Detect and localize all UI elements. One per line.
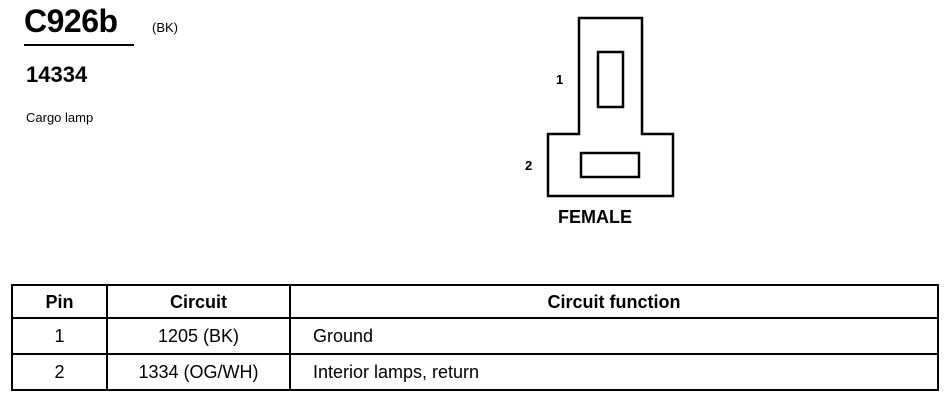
table-row: 1 1205 (BK) Ground — [11, 317, 939, 355]
table-row: 2 1334 (OG/WH) Interior lamps, return — [11, 353, 939, 391]
pin-table: Pin Circuit Circuit function 1 1205 (BK)… — [11, 284, 939, 391]
pin-2-cavity — [579, 151, 641, 179]
connector-color: (BK) — [152, 20, 178, 35]
pin-cell: 2 — [11, 353, 108, 391]
connector-id: C926b — [24, 3, 118, 39]
circuit-cell: 1334 (OG/WH) — [106, 353, 291, 391]
pin-2-label: 2 — [525, 158, 533, 173]
circuit-function-cell: Ground — [289, 317, 939, 355]
pin-1-label: 1 — [556, 72, 564, 87]
pin-column-header: Pin — [11, 284, 108, 319]
pin-table-header-row: Pin Circuit Circuit function — [11, 284, 939, 319]
connector-id-underline — [24, 44, 134, 46]
pin-1-cavity — [596, 50, 625, 109]
connector-face-diagram: 1 2 FEMALE — [510, 10, 710, 240]
circuit-function-column-header: Circuit function — [289, 284, 939, 319]
connector-description: Cargo lamp — [26, 110, 94, 125]
circuit-cell: 1205 (BK) — [106, 317, 291, 355]
connector-outline-drawing — [546, 16, 675, 198]
pin-cell: 1 — [11, 317, 108, 355]
connector-housing-outline — [546, 16, 675, 198]
circuit-function-cell: Interior lamps, return — [289, 353, 939, 391]
view-label: FEMALE — [558, 207, 632, 227]
part-number: 14334 — [26, 62, 88, 87]
circuit-column-header: Circuit — [106, 284, 291, 319]
